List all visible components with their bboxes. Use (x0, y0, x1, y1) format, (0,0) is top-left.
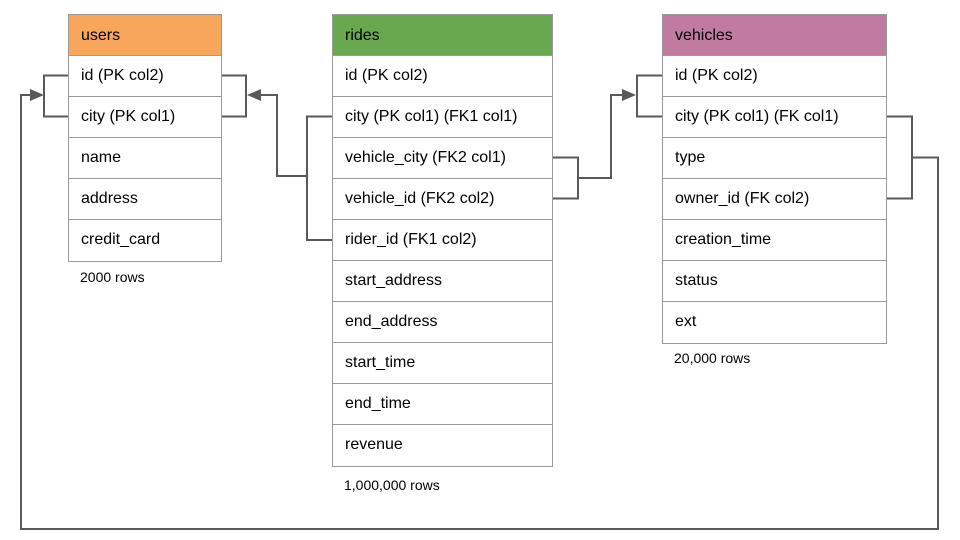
arrowhead-into-users-left (30, 89, 44, 101)
table-row: owner_id (FK col2) (663, 179, 886, 220)
table-row: start_time (333, 343, 552, 384)
vehicles-right-bracket (887, 115, 913, 200)
relationship-rides-to-vehicles (553, 74, 662, 200)
table-row: address (69, 179, 221, 220)
table-row: creation_time (663, 220, 886, 261)
table-row: status (663, 261, 886, 302)
rides-left-bracket (306, 115, 332, 241)
users-right-bracket (222, 74, 247, 118)
table-row: vehicle_id (FK2 col2) (333, 179, 552, 220)
table-row: city (PK col1) (FK1 col1) (333, 97, 552, 138)
table-row: id (PK col2) (663, 56, 886, 97)
table-row: end_time (333, 384, 552, 425)
arrowhead-into-vehicles-left (622, 89, 636, 101)
users-left-bracket (43, 74, 68, 118)
arrowhead-into-users-right (247, 89, 261, 101)
table-row: rider_id (FK1 col2) (333, 220, 552, 261)
vehicles-left-bracket (636, 74, 662, 118)
table-row: name (69, 138, 221, 179)
table-row: id (PK col2) (333, 56, 552, 97)
users-row-count: 2000 rows (80, 269, 145, 285)
table-rides-rows: id (PK col2)city (PK col1) (FK1 col1)veh… (333, 56, 552, 466)
table-row: start_address (333, 261, 552, 302)
table-row: vehicle_city (FK2 col1) (333, 138, 552, 179)
table-rides-header: rides (333, 15, 552, 56)
relationship-rides-to-users (222, 74, 332, 241)
table-vehicles-header: vehicles (663, 15, 886, 56)
table-row: id (PK col2) (69, 56, 221, 97)
table-row: ext (663, 302, 886, 343)
table-row: revenue (333, 425, 552, 466)
table-row: end_address (333, 302, 552, 343)
table-vehicles: vehicles id (PK col2)city (PK col1) (FK … (662, 14, 887, 344)
table-row: credit_card (69, 220, 221, 261)
rides-right-bracket (553, 156, 579, 200)
table-users-header: users (69, 15, 221, 56)
rides-row-count: 1,000,000 rows (344, 477, 440, 493)
table-rides: rides id (PK col2)city (PK col1) (FK1 co… (332, 14, 553, 467)
table-row: type (663, 138, 886, 179)
rides-users-link-line (261, 94, 307, 177)
rides-vehicles-link-line (578, 94, 622, 179)
table-row: city (PK col1) (69, 97, 221, 138)
vehicles-row-count: 20,000 rows (674, 350, 751, 366)
table-vehicles-rows: id (PK col2)city (PK col1) (FK col1)type… (663, 56, 886, 343)
table-row: city (PK col1) (FK col1) (663, 97, 886, 138)
